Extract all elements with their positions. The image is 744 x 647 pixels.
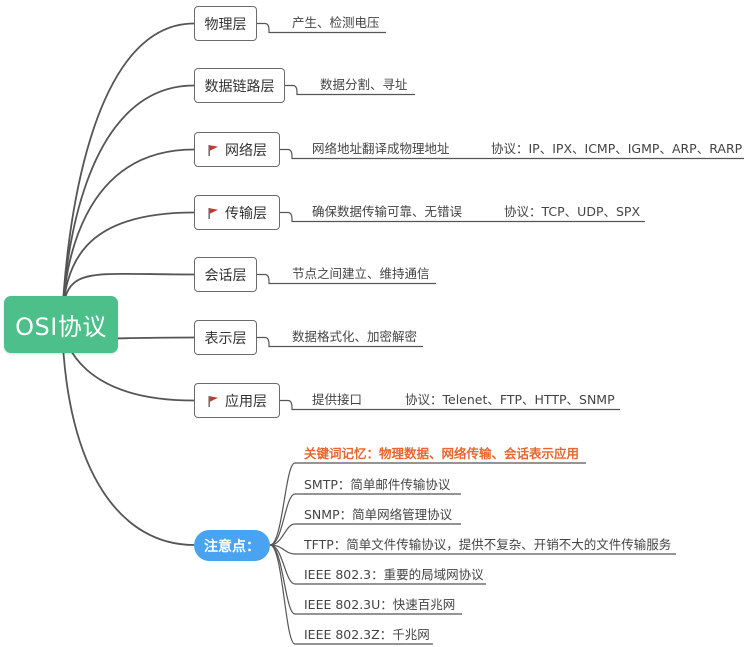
layer-node[interactable]: 会话层 bbox=[194, 257, 257, 292]
layer-note-text: 节点之间建立、维持通信 bbox=[292, 265, 430, 281]
flag-icon bbox=[208, 395, 218, 407]
layer-note-text: 协议：TCP、UDP、SPX bbox=[504, 203, 641, 219]
note-node[interactable]: 注意点： bbox=[194, 530, 270, 561]
note-line bbox=[257, 273, 436, 285]
layer-label: 数据链路层 bbox=[204, 78, 275, 95]
note-line bbox=[280, 211, 462, 223]
note-line bbox=[280, 399, 364, 411]
flag-icon bbox=[208, 144, 218, 156]
layer-note-text: 数据分割、寻址 bbox=[320, 76, 408, 92]
note-item-line bbox=[269, 544, 433, 645]
layer-node[interactable]: 物理层 bbox=[194, 6, 257, 41]
note-label: 注意点： bbox=[204, 538, 260, 555]
note-item-highlight: 关键词记忆：物理数据、网络传输、会话表示应用 bbox=[304, 446, 580, 461]
layer-note-text: 提供接口 bbox=[312, 391, 363, 407]
layer-note-text: 协议：Telenet、FTP、HTTP、SNMP bbox=[405, 391, 615, 407]
note-line bbox=[257, 336, 423, 348]
layer-node[interactable]: 网络层 bbox=[194, 132, 280, 167]
note-item-line bbox=[269, 493, 461, 546]
layer-node[interactable]: 应用层 bbox=[194, 383, 280, 418]
note-item-line bbox=[269, 462, 586, 546]
note-line bbox=[280, 148, 449, 160]
note-item: TFTP：简单文件传输协议，提供不复杂、开销不大的文件传输服务 bbox=[304, 537, 672, 552]
layer-label: 网络层 bbox=[225, 142, 267, 159]
note-item: IEEE 802.3U：快速百兆网 bbox=[304, 597, 456, 612]
layer-label: 表示层 bbox=[204, 330, 247, 347]
layer-label: 会话层 bbox=[204, 267, 247, 284]
layer-label: 应用层 bbox=[225, 393, 267, 410]
layer-node[interactable]: 表示层 bbox=[194, 320, 257, 355]
branch-line bbox=[61, 323, 195, 546]
root-node-osi[interactable]: OSI协议 bbox=[4, 296, 118, 353]
note-item-line bbox=[269, 544, 676, 555]
flag-icon bbox=[208, 207, 218, 219]
note-line bbox=[285, 84, 415, 96]
layer-note-text: 确保数据传输可靠、无错误 bbox=[312, 203, 463, 219]
note-item: IEEE 802.3Z：千兆网 bbox=[304, 627, 430, 642]
layer-note-text: 数据格式化、加密解密 bbox=[292, 328, 418, 344]
layer-node[interactable]: 传输层 bbox=[194, 195, 280, 230]
layer-note-text: 协议：IP、IPX、ICMP、IGMP、ARP、RARP bbox=[491, 140, 743, 156]
layer-note-text: 网络地址翻译成物理地址 bbox=[312, 140, 450, 156]
layer-label: 传输层 bbox=[225, 205, 267, 222]
note-item: SNMP：简单网络管理协议 bbox=[304, 507, 453, 522]
layer-note-text: 产生、检测电压 bbox=[292, 14, 380, 30]
layer-node[interactable]: 数据链路层 bbox=[194, 68, 285, 103]
note-item: SMTP：简单邮件传输协议 bbox=[304, 477, 451, 492]
note-item-line bbox=[269, 523, 461, 546]
layer-label: 物理层 bbox=[204, 16, 247, 33]
root-label: OSI协议 bbox=[15, 313, 107, 341]
note-item: IEEE 802.3：重要的局域网协议 bbox=[304, 567, 484, 582]
note-line bbox=[257, 22, 386, 34]
branch-line bbox=[61, 84, 195, 325]
